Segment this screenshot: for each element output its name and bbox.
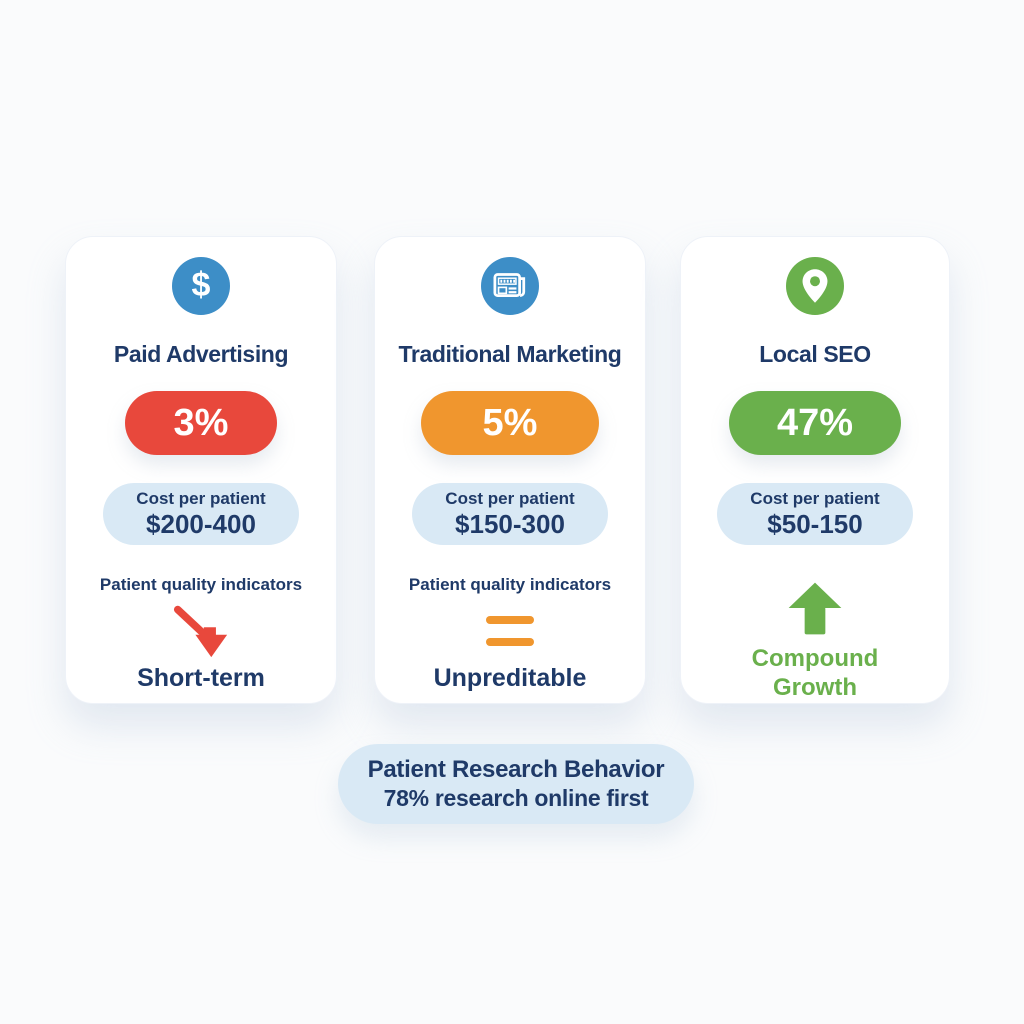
equals-icon bbox=[486, 603, 534, 659]
cost-per-patient-pill: Cost per patient $50-150 bbox=[717, 483, 913, 545]
cost-per-patient-pill: Cost per patient $150-300 bbox=[412, 483, 608, 545]
conversion-rate-badge: 5% bbox=[421, 391, 599, 455]
cost-value: $200-400 bbox=[146, 508, 256, 539]
card-traditional-marketing: Traditional Marketing 5% Cost per patien… bbox=[374, 236, 646, 704]
quality-indicators-label: Patient quality indicators bbox=[99, 575, 303, 594]
conversion-rate-badge: 47% bbox=[729, 391, 901, 455]
dollar-glyph: $ bbox=[191, 266, 211, 304]
equals-bar-bottom bbox=[486, 638, 534, 646]
card-title: Local SEO bbox=[759, 340, 871, 367]
conversion-rate-value: 5% bbox=[482, 401, 538, 444]
cost-label: Cost per patient bbox=[445, 488, 575, 508]
banner-title: Patient Research Behavior bbox=[367, 755, 665, 783]
location-pin-icon bbox=[786, 257, 844, 315]
cost-label: Cost per patient bbox=[750, 488, 880, 508]
cost-per-patient-pill: Cost per patient $200-400 bbox=[103, 483, 299, 545]
card-paid-advertising: $ Paid Advertising 3% Cost per patient $… bbox=[65, 236, 337, 704]
cost-label: Cost per patient bbox=[136, 488, 266, 508]
newspaper-icon bbox=[481, 257, 539, 315]
dollar-icon: $ bbox=[172, 257, 230, 315]
quality-indicators-label: Patient quality indicators bbox=[408, 575, 612, 594]
banner-subtitle: 78% research online first bbox=[383, 785, 649, 812]
outcome-label: Compound Growth bbox=[751, 645, 879, 701]
outcome-label: Short-term bbox=[137, 664, 265, 692]
conversion-rate-value: 47% bbox=[776, 401, 854, 444]
trend-up-arrow-icon bbox=[783, 575, 847, 643]
outcome-label: Unpreditable bbox=[433, 664, 587, 692]
research-banner: Patient Research Behavior 78% research o… bbox=[338, 744, 694, 824]
card-title: Traditional Marketing bbox=[398, 340, 622, 367]
conversion-rate-value: 3% bbox=[173, 401, 229, 444]
conversion-rate-badge: 3% bbox=[125, 391, 277, 455]
cost-value: $50-150 bbox=[767, 508, 863, 539]
trend-down-arrow-icon bbox=[168, 603, 234, 659]
equals-bar-top bbox=[486, 616, 534, 624]
card-local-seo: Local SEO 47% Cost per patient $50-150 C… bbox=[680, 236, 950, 704]
cost-value: $150-300 bbox=[455, 508, 565, 539]
card-title: Paid Advertising bbox=[113, 340, 289, 367]
